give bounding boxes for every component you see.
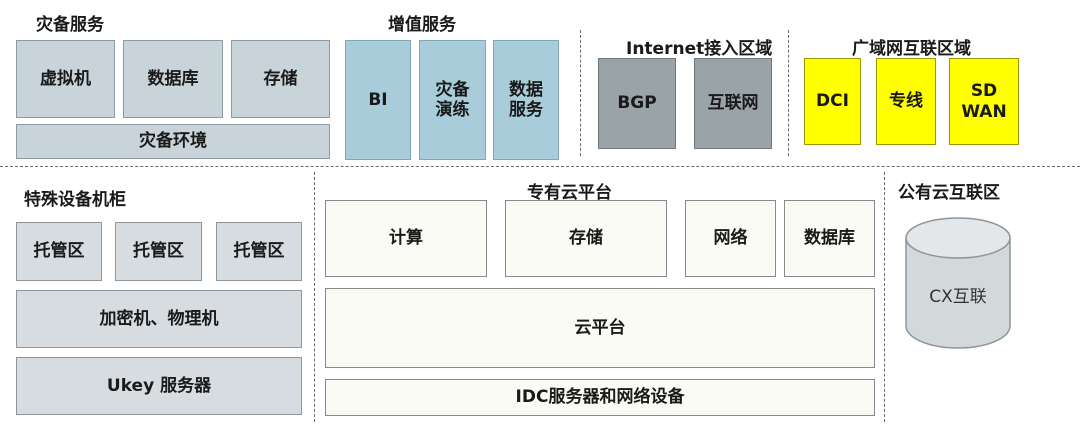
data-service-box: 数据服务: [493, 40, 559, 160]
divider-vertical-top-1: [580, 30, 581, 156]
data-service-line-2: 服务: [509, 100, 543, 120]
pc-database-box: 数据库: [784, 200, 875, 277]
internet-box: 互联网: [694, 58, 772, 149]
vm-box: 虚拟机: [16, 40, 115, 118]
dr-environment-box: 灾备环境: [16, 124, 330, 159]
leased-line-box: 专线: [876, 58, 936, 145]
internet-access-title: Internet接入区域: [626, 39, 773, 59]
divider-vertical-top-2: [788, 30, 789, 156]
dr-drill-box: 灾备演练: [419, 40, 486, 160]
wan-zone-title: 广域网互联区域: [852, 39, 971, 59]
cloud-platform-box: 云平台: [325, 288, 875, 368]
ukey-server-box: Ukey 服务器: [16, 357, 302, 415]
compute-box: 计算: [325, 200, 487, 277]
divider-vertical-bottom-1: [314, 172, 315, 422]
hosting-zone-1: 托管区: [16, 222, 102, 281]
dr-drill-line-2: 演练: [435, 100, 470, 120]
sdwan-line-1: SD: [970, 81, 998, 102]
network-box: 网络: [685, 200, 776, 277]
public-cloud-title: 公有云互联区: [898, 183, 1000, 203]
bgp-box: BGP: [598, 58, 676, 149]
divider-horizontal: [0, 166, 1080, 167]
divider-vertical-bottom-2: [884, 172, 885, 422]
dr-drill-line-1: 灾备: [435, 79, 470, 100]
dr-services-title: 灾备服务: [36, 15, 104, 35]
idc-box: IDC服务器和网络设备: [325, 379, 875, 416]
bi-box: BI: [345, 40, 411, 160]
dci-box: DCI: [804, 58, 861, 145]
crypto-physical-box: 加密机、物理机: [16, 290, 302, 348]
cx-label: CX互联: [929, 287, 987, 307]
database-box: 数据库: [123, 40, 223, 118]
hosting-zone-3: 托管区: [216, 222, 302, 281]
storage-box: 存储: [231, 40, 330, 118]
data-service-line-1: 数据: [509, 79, 543, 100]
pc-storage-box: 存储: [505, 200, 667, 277]
cx-cylinder-icon: [905, 217, 1011, 349]
value-added-title: 增值服务: [388, 15, 456, 35]
sdwan-line-2: WAN: [961, 101, 1007, 122]
hosting-zone-2: 托管区: [115, 222, 202, 281]
private-cloud-title: 专有云平台: [527, 183, 612, 203]
special-cabinet-title: 特殊设备机柜: [24, 190, 126, 210]
